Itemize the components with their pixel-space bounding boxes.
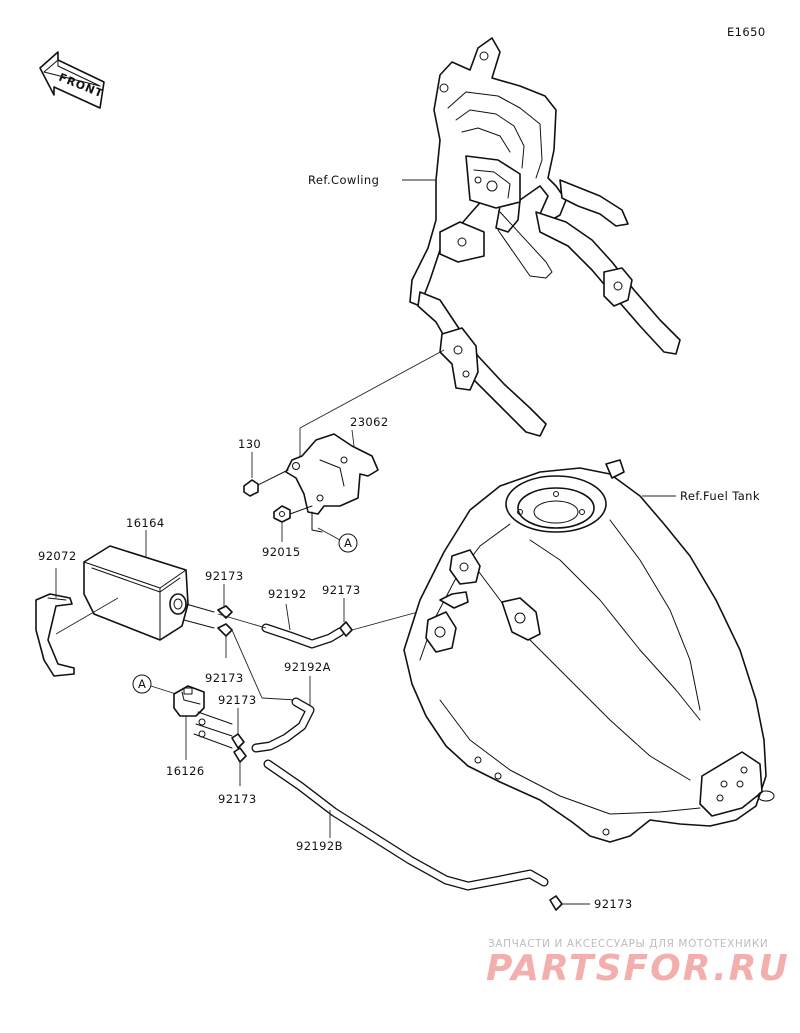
leader-canister-hose bbox=[217, 613, 267, 629]
canister-16164 bbox=[83, 545, 215, 641]
ref-cowling-label: Ref.Cowling bbox=[308, 173, 379, 187]
valve-16126 bbox=[173, 685, 233, 749]
label-16164: 16164 bbox=[126, 516, 165, 530]
hose-92192a bbox=[251, 697, 315, 753]
bolt-130 bbox=[243, 469, 289, 497]
ref-a-bottom: A bbox=[138, 677, 146, 691]
nut-92015 bbox=[273, 505, 313, 523]
ref-a-top-circle bbox=[338, 533, 358, 553]
leader-23062 bbox=[351, 429, 355, 447]
leader-ref-a-bottom bbox=[150, 685, 177, 695]
label-92015: 92015 bbox=[262, 545, 301, 559]
cowling-bracket-frame bbox=[409, 37, 681, 437]
hose-92192 bbox=[261, 623, 345, 649]
clamp-92173-f bbox=[549, 895, 563, 911]
fuel-tank bbox=[403, 459, 775, 843]
label-16126: 16126 bbox=[166, 764, 205, 778]
clamp-92173-c bbox=[217, 623, 233, 637]
label-92173-b: 92173 bbox=[322, 583, 361, 597]
clamp-92173-d bbox=[231, 733, 245, 749]
leader-frame-bracket bbox=[299, 349, 445, 429]
label-92173-f: 92173 bbox=[594, 897, 633, 911]
label-92173-d: 92173 bbox=[218, 693, 257, 707]
front-arrow-icon: FRONT bbox=[39, 51, 105, 109]
holder-92072 bbox=[35, 593, 75, 677]
clamp-92173-e bbox=[233, 747, 247, 763]
label-130: 130 bbox=[238, 437, 261, 451]
leader-92072-b bbox=[55, 597, 119, 635]
diagram-code: E1650 bbox=[727, 25, 766, 39]
leader-ref-a-top bbox=[317, 527, 341, 541]
label-92173-a: 92173 bbox=[205, 569, 244, 583]
leader-canister-92192a-b bbox=[261, 697, 297, 701]
leader-92192 bbox=[285, 603, 291, 631]
leader-canister-92192a bbox=[231, 629, 263, 699]
label-92072: 92072 bbox=[38, 549, 77, 563]
ref-a-top: A bbox=[344, 536, 352, 550]
label-92192: 92192 bbox=[268, 587, 307, 601]
ref-a-bottom-circle bbox=[132, 674, 152, 694]
hose-92192b bbox=[263, 759, 549, 891]
label-92173-c: 92173 bbox=[205, 671, 244, 685]
label-92192b: 92192B bbox=[296, 839, 343, 853]
label-23062: 23062 bbox=[350, 415, 389, 429]
watermark-logo: PARTSFOR.RU bbox=[486, 948, 790, 989]
watermark-tagline: ЗАПЧАСТИ И АКСЕССУАРЫ ДЛЯ МОТОТЕХНИКИ bbox=[488, 938, 769, 950]
label-92192a: 92192A bbox=[284, 660, 331, 674]
bracket-23062 bbox=[285, 433, 379, 533]
ref-fuel-tank-label: Ref.Fuel Tank bbox=[680, 489, 760, 503]
label-92173-e: 92173 bbox=[218, 792, 257, 806]
